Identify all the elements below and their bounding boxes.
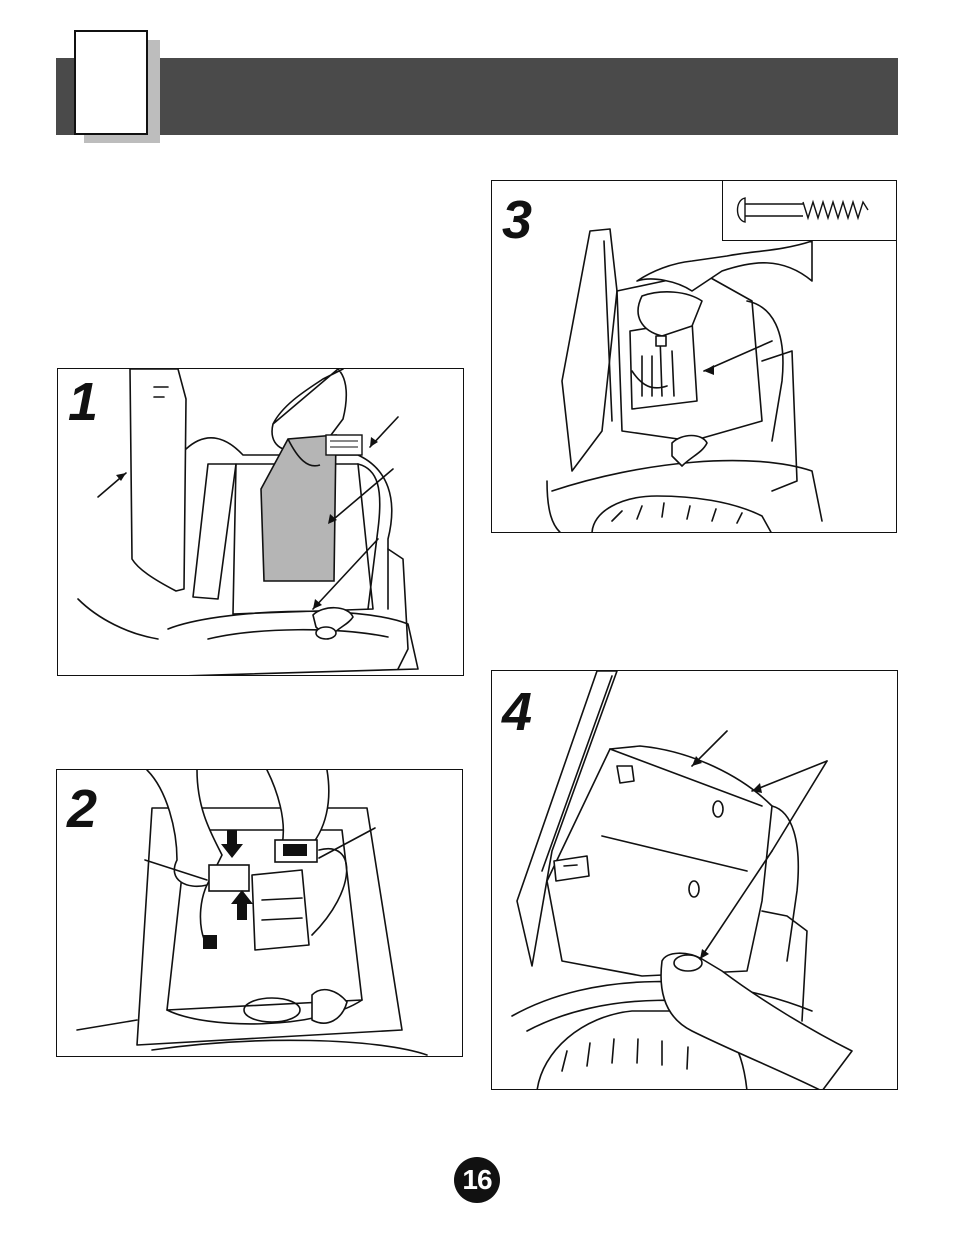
step-2-panel: 2 [56, 769, 463, 1057]
section-header-bar [56, 58, 898, 135]
screwdriver-illustration [492, 181, 897, 533]
step-3-panel: 3 [491, 180, 897, 533]
page-number: 16 [454, 1157, 500, 1203]
connector-plug-illustration [57, 770, 463, 1057]
battery-install-illustration [58, 369, 464, 676]
step-4-panel: 4 [491, 670, 898, 1090]
section-tab [74, 30, 148, 135]
step-1-panel: 1 [57, 368, 464, 676]
cover-attach-illustration [492, 671, 898, 1090]
